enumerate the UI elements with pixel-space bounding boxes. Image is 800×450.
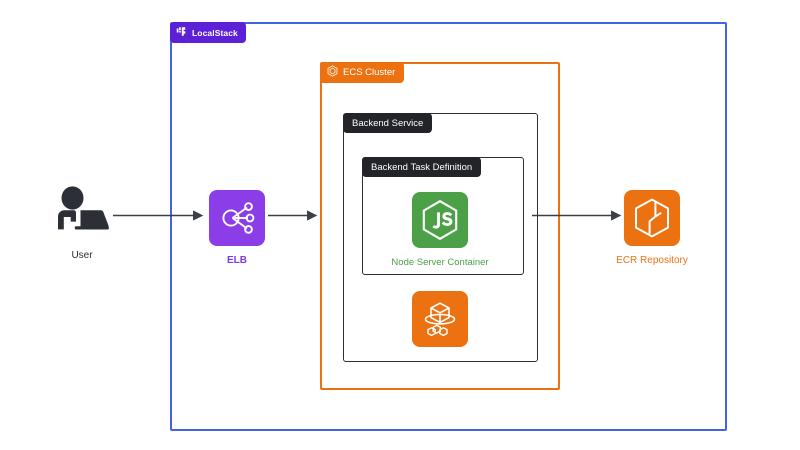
- node-node-server-container-label: Node Server Container: [391, 257, 489, 268]
- task-definition-label: Backend Task Definition: [362, 157, 482, 177]
- localstack-boundary: [170, 22, 727, 431]
- ecs-cluster-label: ECS Cluster: [343, 67, 396, 78]
- backend-service-label: Backend Service: [343, 113, 433, 133]
- user-at-laptop-icon: [50, 186, 114, 238]
- arrow-task-definition-to-ecr: [532, 210, 622, 221]
- localstack-badge: LocalStack: [170, 22, 246, 43]
- node-elb-label: ELB: [227, 255, 247, 266]
- node-user-label: User: [71, 250, 93, 261]
- ecs-cluster-badge: ECS Cluster: [320, 62, 405, 83]
- localstack-badge-label: LocalStack: [192, 27, 238, 38]
- ecs-cluster-hexagon-icon: [327, 65, 338, 80]
- node-ecs-service[interactable]: [412, 291, 468, 347]
- arrow-elb-to-ecs-cluster: [268, 210, 318, 221]
- node-ecr-repository[interactable]: ECR Repository: [616, 190, 688, 266]
- node-node-server-container[interactable]: Node Server Container: [391, 192, 489, 268]
- ecs-service-icon: [412, 291, 468, 347]
- elastic-load-balancer-icon: [209, 190, 265, 246]
- node-ecr-repository-label: ECR Repository: [616, 255, 688, 266]
- node-elb[interactable]: ELB: [209, 190, 265, 266]
- node-user[interactable]: User: [46, 186, 118, 261]
- localstack-logo-icon: [176, 26, 188, 40]
- arrow-user-to-elb: [113, 210, 204, 221]
- nodejs-logo-icon: [412, 192, 468, 248]
- backend-service-boundary: [343, 113, 538, 362]
- ecr-cube-icon: [624, 190, 680, 246]
- ecs-cluster-boundary: [320, 62, 560, 390]
